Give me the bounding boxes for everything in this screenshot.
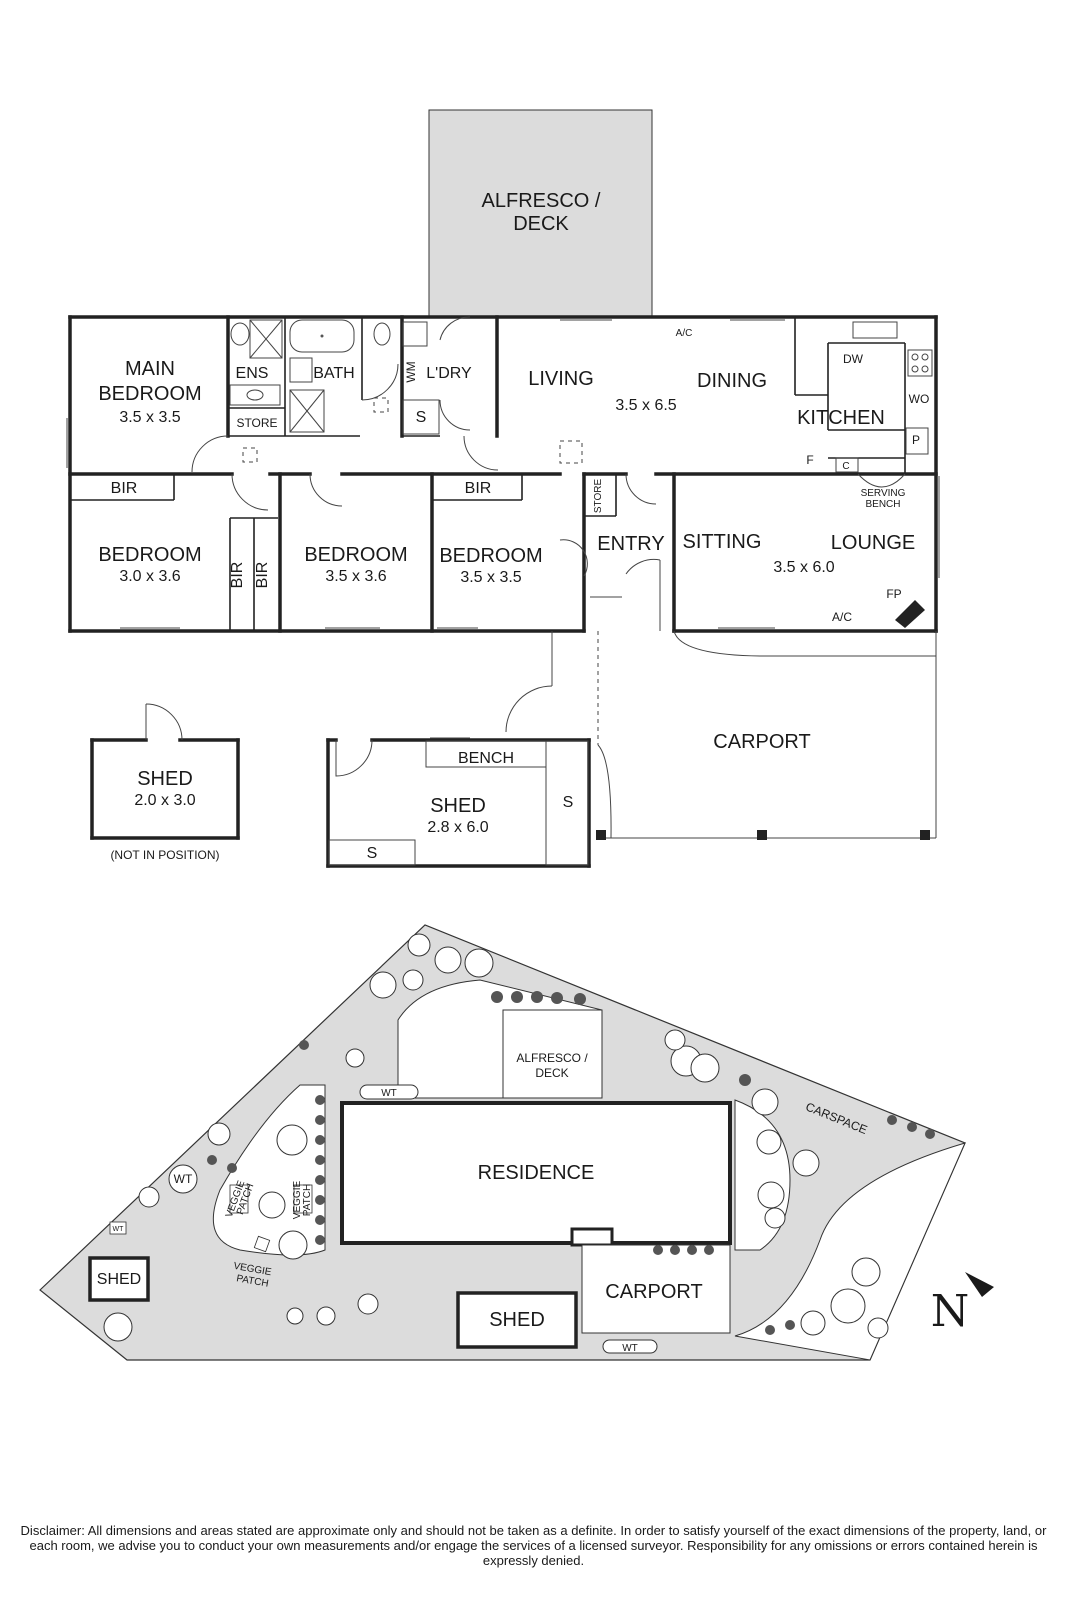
laundry-s-label: S xyxy=(416,409,427,426)
door-swings xyxy=(191,316,661,631)
f-label: F xyxy=(806,453,813,467)
living-dim: 3.5 x 6.5 xyxy=(615,397,676,414)
wm-label: WM xyxy=(404,361,418,382)
store-ens-label: STORE xyxy=(236,416,277,430)
site-alfresco-label: ALFRESCO / xyxy=(516,1051,588,1065)
entry-label: ENTRY xyxy=(597,533,664,555)
site-carport xyxy=(581,1244,731,1334)
ac-top-label: A/C xyxy=(676,328,693,339)
site-alfresco xyxy=(502,1009,603,1099)
fp-label: FP xyxy=(886,587,901,601)
bedroom-1-dim: 3.0 x 3.6 xyxy=(119,568,180,585)
floor-plan: ALFRESCO / DECK xyxy=(66,109,940,868)
shed-large-label: SHED xyxy=(430,795,486,817)
toilet-icon xyxy=(373,322,391,346)
driveway xyxy=(734,1142,966,1361)
wt-small-label: WT xyxy=(113,1226,125,1233)
main-bedroom-label: MAIN xyxy=(125,358,175,380)
water-tank-circle xyxy=(168,1164,198,1194)
store-entry-label: STORE xyxy=(593,479,604,514)
ac-bottom-label: A/C xyxy=(832,610,852,624)
laundry-label: L'DRY xyxy=(426,365,472,382)
c-label: C xyxy=(842,461,849,472)
bir-4-label: BIR xyxy=(465,480,492,497)
shed-small-label: SHED xyxy=(137,768,193,790)
main-bedroom-label-2: BEDROOM xyxy=(98,383,201,405)
trees xyxy=(103,933,889,1342)
room-labels: MAIN BEDROOM 3.5 x 3.5 ENS BATH WM L'DRY… xyxy=(98,328,929,624)
sitting-label: SITTING xyxy=(683,531,762,553)
carport-label: CARPORT xyxy=(713,731,810,753)
cooktop-icon xyxy=(907,349,933,377)
shrubs xyxy=(207,991,935,1335)
site-shed-mid xyxy=(456,1291,578,1349)
kitchen-label: KITCHEN xyxy=(797,407,885,429)
p-label: P xyxy=(912,433,920,447)
carport: CARPORT xyxy=(505,630,937,840)
disclaimer-text: Disclaimer: All dimensions and areas sta… xyxy=(20,1523,1047,1568)
site-deck-label: DECK xyxy=(535,1066,568,1080)
shed-s-bottom-label: S xyxy=(367,845,378,862)
bedroom-3-label: BEDROOM xyxy=(439,545,542,567)
site-carport-label: CARPORT xyxy=(605,1281,702,1303)
ens-label: ENS xyxy=(236,365,269,382)
bir-1-label: BIR xyxy=(111,480,138,497)
bedroom-2-label: BEDROOM xyxy=(304,544,407,566)
lounge-dim: 3.5 x 6.0 xyxy=(773,559,834,576)
site-residence xyxy=(340,1101,732,1245)
bath-label: BATH xyxy=(313,365,354,382)
dw-label: DW xyxy=(843,352,864,366)
north-arrow-icon: N xyxy=(931,1272,994,1337)
shed-large-dim: 2.8 x 6.0 xyxy=(427,819,488,836)
sink-icon xyxy=(852,321,898,339)
shed-s-right-label: S xyxy=(563,794,574,811)
fixtures xyxy=(66,319,940,629)
bath-tub-icon xyxy=(289,319,355,353)
lounge-label: LOUNGE xyxy=(831,532,915,554)
large-shed: BENCH SHED 2.8 x 6.0 S S xyxy=(326,737,591,868)
small-shed: SHED 2.0 x 3.0 (NOT IN POSITION) xyxy=(90,703,240,862)
site-shed-left xyxy=(88,1256,150,1302)
site-shed-left-label: SHED xyxy=(97,1271,141,1288)
north-label: N xyxy=(931,1286,970,1337)
dining-label: DINING xyxy=(697,370,767,392)
wo-label: WO xyxy=(909,392,930,406)
living-label: LIVING xyxy=(528,368,594,390)
bench-label: BENCH xyxy=(458,750,514,767)
serving-label: SERVING xyxy=(861,488,906,499)
alfresco-label: ALFRESCO / xyxy=(482,190,601,212)
main-bedroom-dim: 3.5 x 3.5 xyxy=(119,409,180,426)
site-shed-mid-label: SHED xyxy=(489,1309,545,1331)
outer-walls xyxy=(68,315,938,633)
residence-label: RESIDENCE xyxy=(478,1162,595,1184)
site-plan: ALFRESCO / DECK WT RESIDENCE CARPORT WT … xyxy=(39,924,994,1361)
water-tank-bottom xyxy=(602,1339,658,1354)
bedroom-1-label: BEDROOM xyxy=(98,544,201,566)
water-tank-top xyxy=(359,1084,419,1100)
not-in-position-label: (NOT IN POSITION) xyxy=(110,848,219,862)
veggie-2b-label: PATCH xyxy=(302,1184,313,1216)
shed-small-dim: 2.0 x 3.0 xyxy=(134,792,195,809)
deck-label: DECK xyxy=(513,213,569,235)
alfresco-deck xyxy=(428,109,653,319)
wt-bottom-label: WT xyxy=(622,1343,638,1354)
serving-bench-label: BENCH xyxy=(865,499,900,510)
bir-2-label: BIR xyxy=(229,562,246,589)
water-tank-small xyxy=(109,1221,127,1235)
bedroom-3-dim: 3.5 x 3.5 xyxy=(460,569,521,586)
bedroom-2-dim: 3.5 x 3.6 xyxy=(325,568,386,585)
wt-circle-label: WT xyxy=(174,1172,193,1186)
veggie-2-label: VEGGIE xyxy=(292,1181,303,1220)
interior-walls xyxy=(68,315,938,633)
wt-top-label: WT xyxy=(381,1088,397,1099)
fireplace-icon xyxy=(895,600,925,628)
bir-3-label: BIR xyxy=(254,562,271,589)
